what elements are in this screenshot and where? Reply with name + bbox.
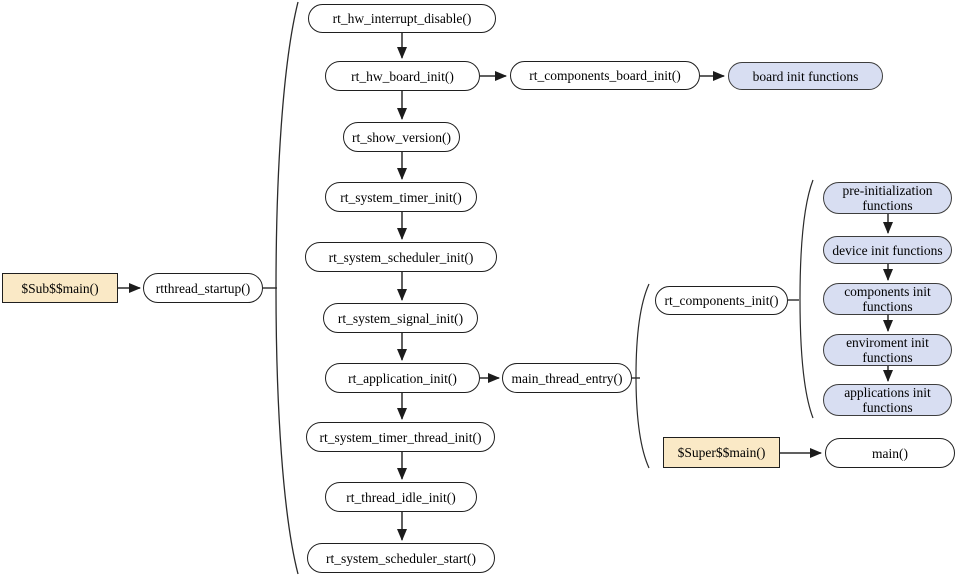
node-rt-system-timer-init: rt_system_timer_init() xyxy=(325,182,477,212)
brace-main-thread-entry-group xyxy=(635,283,650,469)
node-rt-components-board-init: rt_components_board_init() xyxy=(510,61,700,90)
node-super-main: $Super$$main() xyxy=(663,437,780,468)
node-applications-init-functions: applications init functions xyxy=(823,384,952,416)
node-rt-hw-interrupt-disable: rt_hw_interrupt_disable() xyxy=(308,4,496,33)
node-rt-hw-board-init: rt_hw_board_init() xyxy=(325,61,480,91)
node-components-init-functions: components init functions xyxy=(823,283,952,315)
node-main-thread-entry: main_thread_entry() xyxy=(502,363,632,393)
node-main: main() xyxy=(825,438,955,468)
node-rt-thread-idle-init: rt_thread_idle_init() xyxy=(325,482,477,512)
node-rt-system-scheduler-start: rt_system_scheduler_start() xyxy=(307,543,495,573)
node-sub-main: $Sub$$main() xyxy=(2,273,118,303)
brace-components-init-group xyxy=(799,179,814,419)
node-device-init-functions: device init functions xyxy=(823,236,952,264)
node-rt-show-version: rt_show_version() xyxy=(343,122,460,152)
node-rt-system-timer-thread-init: rt_system_timer_thread_init() xyxy=(306,422,495,452)
node-board-init-functions: board init functions xyxy=(728,62,883,90)
node-rt-system-signal-init: rt_system_signal_init() xyxy=(323,303,478,333)
node-pre-initialization-functions: pre-initialization functions xyxy=(823,182,952,214)
node-rtthread-startup: rtthread_startup() xyxy=(143,273,263,303)
brace-rtthread-startup-group xyxy=(275,1,299,575)
node-rt-application-init: rt_application_init() xyxy=(325,363,480,393)
node-rt-components-init: rt_components_init() xyxy=(655,286,788,315)
node-enviroment-init-functions: enviroment init functions xyxy=(823,334,952,366)
node-rt-system-scheduler-init: rt_system_scheduler_init() xyxy=(305,242,497,272)
